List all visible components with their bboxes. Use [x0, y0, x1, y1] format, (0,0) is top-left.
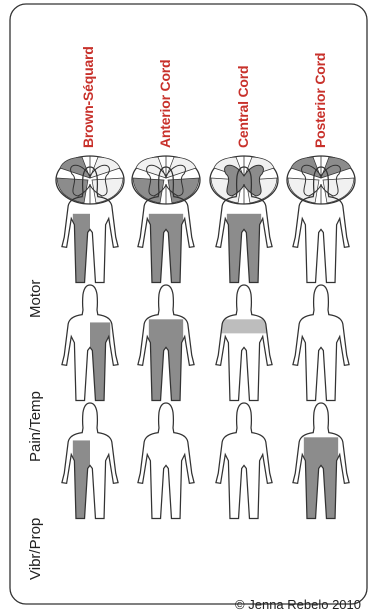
column-header-brown-sequard: Brown-Séquard — [80, 46, 96, 148]
cord-cross-section-brown-sequard — [56, 156, 124, 204]
cord-cross-section-anterior-cord — [132, 156, 200, 204]
row-label-pain-temp: Pain/Temp — [27, 391, 44, 462]
cord-cross-section-central-cord — [210, 156, 278, 204]
column-header-central-cord: Central Cord — [235, 66, 251, 148]
column-header-posterior-cord: Posterior Cord — [312, 53, 328, 148]
column-header-anterior-cord: Anterior Cord — [157, 60, 173, 148]
row-label-vibr-prop: Vibr/Prop — [27, 518, 44, 580]
copyright-credit: © Jenna Rebelo 2010 — [235, 597, 361, 612]
row-label-motor: Motor — [27, 280, 44, 318]
cord-cross-section-posterior-cord — [287, 156, 355, 204]
